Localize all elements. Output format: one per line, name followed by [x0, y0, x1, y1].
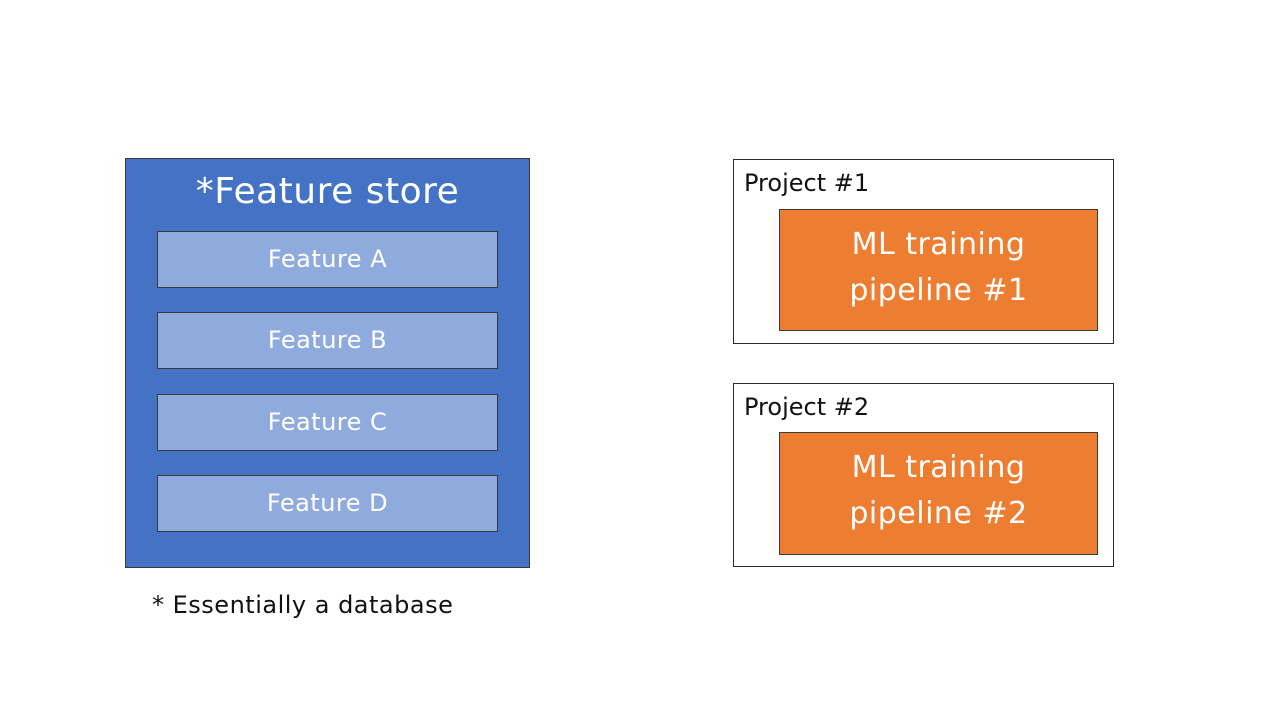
ml-training-pipeline-1: ML training pipeline #1	[779, 209, 1098, 331]
pipeline-1-line-2: pipeline #1	[849, 273, 1028, 308]
project-2-label: Project #2	[744, 393, 870, 421]
feature-store-title: *Feature store	[195, 171, 460, 212]
feature-box-c: Feature C	[157, 394, 498, 451]
feature-box-d: Feature D	[157, 475, 498, 532]
project-1-label: Project #1	[744, 169, 870, 197]
ml-training-pipeline-2: ML training pipeline #2	[779, 432, 1098, 555]
feature-box-b: Feature B	[157, 312, 498, 369]
feature-store-footnote: * Essentially a database	[152, 591, 454, 619]
feature-box-a: Feature A	[157, 231, 498, 288]
pipeline-1-line-1: ML training	[851, 227, 1026, 262]
pipeline-2-line-1: ML training	[851, 450, 1026, 485]
pipeline-2-line-2: pipeline #2	[849, 496, 1028, 531]
